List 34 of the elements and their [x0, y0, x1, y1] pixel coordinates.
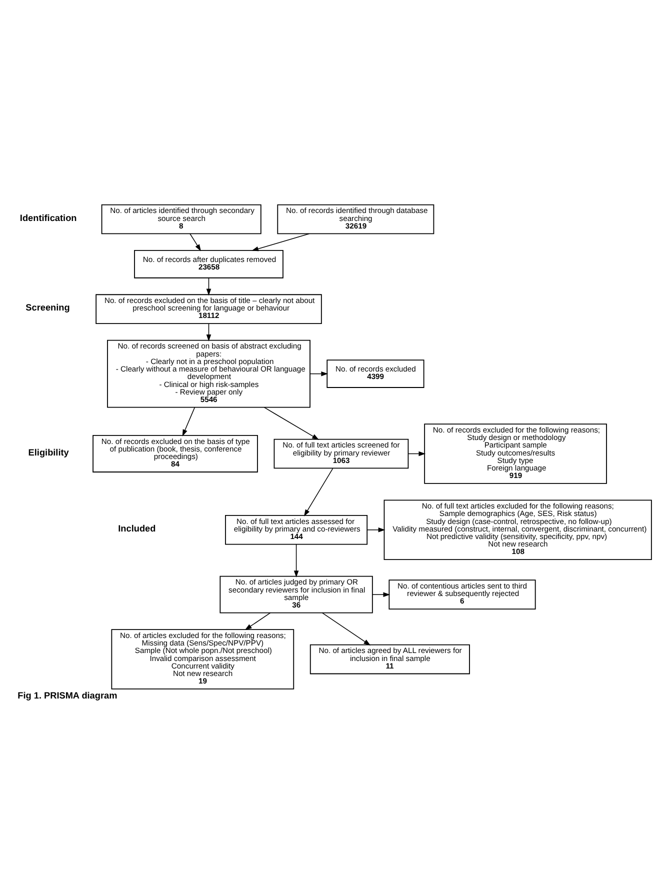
- arrow: [372, 592, 390, 596]
- arrow: [310, 370, 328, 376]
- node-box: No. of articles excluded for the following reasons; Missing data (Sens/Spec/NPV/PPV) Sample (Not whole popn./Not preschool) Invalid comparison assessment Concurrent validity Not new research 19: [111, 628, 294, 689]
- caption: Fig 1. PRISMA diagram: [18, 690, 118, 700]
- arrow: [322, 612, 371, 645]
- node-box: No. of records excluded on the basis of title – clearly not about preschool screening for language or behaviour 18112: [96, 294, 322, 324]
- node-box: No. of full text articles assessed for eligibility by primary and co-reviewers 144: [225, 514, 368, 544]
- arrow: [294, 543, 299, 577]
- node-box: No. of full text articles excluded for the following reasons; Sample demographics (Age, SES, Risk status) Study design (case-control, retrospective, no follow-up) Validity measured (construct, internal, convergent, discriminant, concurrent) Not predictive validity (sensitivity, specificity, ppv, npv) Not new research 108: [384, 499, 652, 560]
- node-box: No. of records excluded for the following reasons; Study design or methodology Participant sample Study outcomes/results Study type Foreign language 919: [424, 423, 607, 484]
- label: Screening: [26, 302, 70, 312]
- arrow: [206, 322, 212, 341]
- arrow: [304, 468, 334, 516]
- node-box: No. of articles identified through secondary source search 8: [101, 204, 262, 234]
- node-box: No. of records excluded 4399: [326, 359, 424, 388]
- node-box: No. of records screened on basis of abstract excluding papers: - Clearly not in a preschool population - Clearly without a measure of behavioural OR language development - Clinical or high risk-samples - Review paper only 5546: [107, 339, 310, 408]
- label: Included: [118, 522, 156, 533]
- node-box: No. of records excluded on the basis of type of publication (book, thesis, conference proceedings) 84: [92, 434, 258, 472]
- node-box: No. of articles judged by primary OR secondary reviewers for inclusion in final sample 36: [220, 575, 373, 613]
- arrow: [190, 232, 202, 251]
- arrow: [408, 450, 426, 456]
- label: Identification: [20, 212, 77, 222]
- node-box: No. of records after duplicates removed 23658: [134, 250, 284, 278]
- node-box: No. of articles agreed by ALL reviewers for inclusion in final sample 11: [310, 644, 470, 674]
- arrow: [244, 612, 271, 630]
- arrow: [366, 526, 386, 532]
- label: Eligibility: [28, 446, 69, 457]
- arrow: [252, 232, 310, 251]
- arrow: [206, 277, 212, 296]
- node-box: No. of records identified through database searching 32619: [277, 204, 434, 234]
- node-box: No. of contentious articles sent to third reviewer & subsequently rejected 6: [388, 579, 536, 609]
- node-box: No. of full text articles screened for eligibility by primary reviewer 1063: [274, 438, 409, 468]
- arrow: [264, 406, 319, 440]
- arrow: [182, 406, 196, 436]
